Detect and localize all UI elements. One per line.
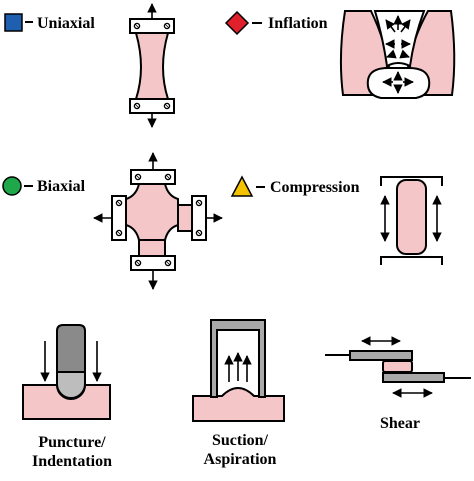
- legend-uniaxial: Uniaxial: [4, 13, 95, 32]
- biaxial-label: Biaxial: [37, 178, 86, 195]
- suction-caption-line2: Aspiration: [204, 451, 277, 468]
- green-circle-marker: [2, 176, 22, 196]
- suction-caption-line1: Suction/: [212, 432, 269, 449]
- puncture-caption-line2: Indentation: [32, 453, 112, 470]
- suction-aspiration-specimen: Suction/ Aspiration: [192, 319, 285, 468]
- red-diamond-marker: [224, 10, 250, 36]
- shear-specimen: Shear: [325, 336, 471, 432]
- blue-square-marker: [4, 13, 23, 32]
- compression-specimen: [380, 176, 443, 265]
- legend-biaxial: Biaxial: [2, 176, 86, 196]
- inflation-specimen: [339, 10, 456, 99]
- biaxial-specimen: [93, 152, 223, 290]
- legend-inflation: Inflation: [224, 10, 328, 36]
- puncture-indentation-specimen: Puncture/ Indentation: [22, 324, 112, 470]
- uniaxial-label: Uniaxial: [37, 15, 95, 32]
- compression-label: Compression: [270, 179, 360, 196]
- uniaxial-specimen: [129, 3, 175, 128]
- legend-compression: Compression: [230, 175, 360, 197]
- puncture-caption-line1: Puncture/: [38, 434, 106, 451]
- inflation-label: Inflation: [268, 15, 328, 32]
- yellow-triangle-marker: [230, 175, 254, 197]
- shear-caption: Shear: [380, 415, 420, 432]
